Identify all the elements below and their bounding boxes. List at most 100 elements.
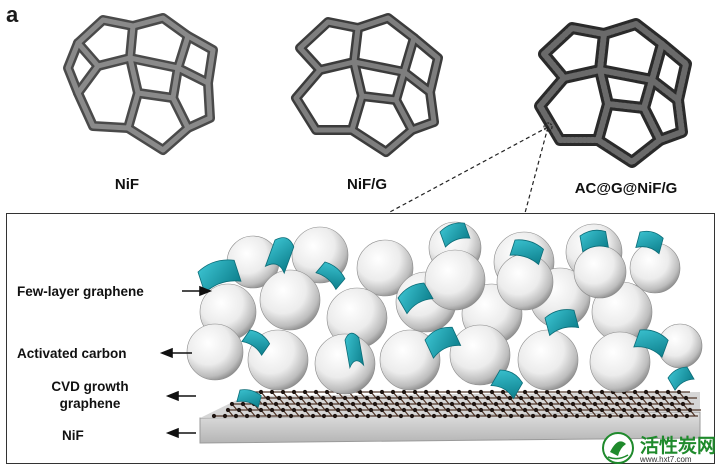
nif-foam-image bbox=[63, 13, 218, 155]
lattice-atom bbox=[416, 401, 422, 407]
lattice-atom bbox=[607, 413, 613, 419]
lattice-atom bbox=[478, 389, 484, 395]
lattice-atom bbox=[449, 401, 455, 407]
lattice-atom bbox=[328, 401, 334, 407]
graphene-sheet bbox=[264, 237, 295, 275]
lattice-atom bbox=[291, 389, 297, 395]
lattice-atom bbox=[486, 413, 492, 419]
lattice-atom bbox=[530, 413, 536, 419]
carbon-sphere bbox=[449, 324, 511, 386]
lattice-atom bbox=[379, 389, 385, 395]
lattice-atom bbox=[419, 395, 425, 401]
lattice-atom bbox=[672, 395, 678, 401]
panel-letter: a bbox=[6, 2, 19, 27]
lattice-atom bbox=[357, 389, 363, 395]
lattice-atom bbox=[342, 395, 348, 401]
graphene-sheet bbox=[315, 261, 346, 291]
lattice-atom bbox=[676, 389, 682, 395]
lattice-atom bbox=[364, 395, 370, 401]
lattice-atom bbox=[544, 389, 550, 395]
lattice-atom bbox=[566, 389, 572, 395]
lattice-atom bbox=[643, 407, 649, 413]
lattice-atom bbox=[383, 401, 389, 407]
lattice-atom bbox=[368, 389, 374, 395]
lattice-atom bbox=[482, 401, 488, 407]
lattice-atom bbox=[284, 401, 290, 407]
lattice-atom bbox=[276, 395, 282, 401]
lattice-atom bbox=[287, 395, 293, 401]
lattice-atom bbox=[489, 389, 495, 395]
lattice-atom bbox=[636, 401, 642, 407]
lattice-atom bbox=[592, 401, 598, 407]
lattice-atom bbox=[610, 407, 616, 413]
acg-foam-image bbox=[534, 18, 692, 168]
carbon-sphere bbox=[186, 323, 244, 381]
lattice-atom bbox=[658, 401, 664, 407]
lattice-atom bbox=[438, 401, 444, 407]
lattice-atom bbox=[606, 395, 612, 401]
lattice-atom bbox=[684, 413, 690, 419]
lattice-atom bbox=[376, 413, 382, 419]
lattice-atom bbox=[497, 413, 503, 419]
lattice-atom bbox=[683, 395, 689, 401]
lattice-atom bbox=[643, 389, 649, 395]
lattice-atom bbox=[398, 413, 404, 419]
lattice-atom bbox=[445, 389, 451, 395]
carbon-sphere bbox=[259, 269, 321, 331]
lattice-atom bbox=[493, 401, 499, 407]
acg-label: AC@G@NiF/G bbox=[574, 180, 678, 197]
lattice-atom bbox=[427, 401, 433, 407]
lattice-atom bbox=[225, 407, 231, 413]
lattice-atom bbox=[386, 395, 392, 401]
lattice-atom bbox=[332, 413, 338, 419]
lattice-atom bbox=[397, 395, 403, 401]
carbon-sphere bbox=[424, 249, 486, 311]
lattice-atom bbox=[240, 401, 246, 407]
lattice-atom bbox=[324, 389, 330, 395]
lattice-atom bbox=[529, 395, 535, 401]
lattice-atom bbox=[595, 395, 601, 401]
lattice-atom bbox=[500, 407, 506, 413]
lattice-atom bbox=[361, 401, 367, 407]
lattice-atom bbox=[277, 413, 283, 419]
lattice-atom bbox=[511, 407, 517, 413]
lattice-atom bbox=[390, 407, 396, 413]
watermark-name: 活性炭网 bbox=[640, 435, 717, 457]
lattice-atom bbox=[335, 407, 341, 413]
lattice-atom bbox=[423, 407, 429, 413]
lattice-atom bbox=[321, 413, 327, 419]
lattice-atom bbox=[599, 389, 605, 395]
lattice-atom bbox=[460, 401, 466, 407]
lattice-atom bbox=[357, 407, 363, 413]
lattice-atom bbox=[269, 407, 275, 413]
lattice-atom bbox=[258, 407, 264, 413]
lattice-atom bbox=[551, 395, 557, 401]
lattice-atom bbox=[548, 401, 554, 407]
nifg-foam-image bbox=[291, 13, 443, 157]
lattice-atom bbox=[518, 395, 524, 401]
lattice-atom bbox=[309, 395, 315, 401]
lattice-atom bbox=[247, 407, 253, 413]
lattice-atom bbox=[584, 395, 590, 401]
detail-frame bbox=[6, 213, 715, 464]
few-layer-graphene-label: Few-layer graphene bbox=[17, 284, 144, 299]
graphene-sheet bbox=[635, 230, 664, 255]
graphene-sheet bbox=[397, 282, 434, 315]
lattice-atom bbox=[434, 407, 440, 413]
lattice-atom bbox=[372, 401, 378, 407]
lattice-atom bbox=[563, 413, 569, 419]
lattice-atom bbox=[533, 407, 539, 413]
lattice-atom bbox=[306, 401, 312, 407]
lattice-atom bbox=[302, 389, 308, 395]
lattice-atom bbox=[401, 389, 407, 395]
lattice-atom bbox=[574, 413, 580, 419]
graphene-sheet bbox=[667, 366, 695, 391]
graphene-sheet bbox=[241, 329, 271, 356]
lattice-atom bbox=[408, 395, 414, 401]
lattice-atom bbox=[544, 407, 550, 413]
lattice-atom bbox=[471, 401, 477, 407]
lattice-atom bbox=[387, 413, 393, 419]
graphene-sheet bbox=[344, 332, 365, 370]
lattice-atom bbox=[262, 401, 268, 407]
